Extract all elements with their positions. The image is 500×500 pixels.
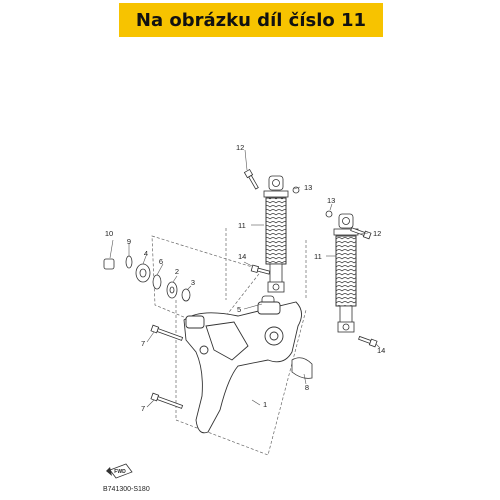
bolt-parts bbox=[150, 168, 378, 409]
callout-label: 6 bbox=[159, 257, 163, 266]
callout-label: 10 bbox=[105, 229, 113, 238]
callout-labels: 12 13 11 13 12 11 10 9 14 4 6 2 3 5 7 8 … bbox=[105, 143, 386, 413]
callout-label: 13 bbox=[327, 196, 335, 205]
callout-label: 8 bbox=[305, 383, 309, 392]
callout-label: 1 bbox=[263, 400, 267, 409]
diagram-code: B741300-S180 bbox=[103, 486, 150, 493]
fwd-arrow-icon: FWD bbox=[106, 463, 133, 479]
title-text: Na obrázku díl číslo 11 bbox=[135, 9, 367, 31]
callout-label: 5 bbox=[237, 305, 241, 314]
callout-label: 11 bbox=[238, 221, 246, 230]
callout-label: 4 bbox=[144, 249, 148, 258]
callout-label: 14 bbox=[238, 252, 246, 261]
shock-absorber-right bbox=[333, 213, 359, 333]
callout-label: 11 bbox=[314, 252, 322, 261]
leader-lines bbox=[109, 149, 381, 408]
shock-absorber-left bbox=[263, 175, 289, 293]
callout-label: 2 bbox=[175, 267, 179, 276]
callout-label: 7 bbox=[141, 339, 145, 348]
callout-label: 13 bbox=[304, 183, 312, 192]
callout-label: 12 bbox=[373, 229, 381, 238]
swing-arm-bracket bbox=[183, 301, 302, 434]
callout-label: 14 bbox=[377, 346, 385, 355]
callout-label: 7 bbox=[141, 404, 145, 413]
callout-label: 9 bbox=[127, 237, 131, 246]
title-banner: Na obrázku díl číslo 11 bbox=[119, 3, 383, 37]
fwd-label: FWD bbox=[114, 469, 126, 475]
callout-label: 12 bbox=[236, 143, 244, 152]
callout-label: 3 bbox=[191, 278, 195, 287]
